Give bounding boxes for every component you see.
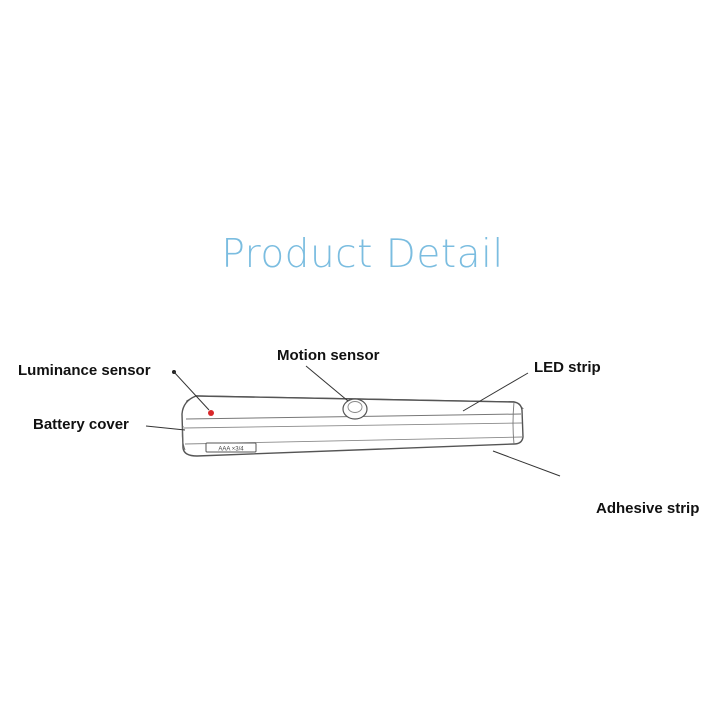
battery-cover-label: Battery cover <box>33 416 129 433</box>
led-strip-label: LED strip <box>534 359 601 376</box>
adhesive-strip-label: Adhesive strip <box>596 500 700 517</box>
device-end-cap-left <box>181 425 186 451</box>
diagram-title: Product Detail <box>221 232 504 277</box>
battery-cover-marking: AAA ×3/4 <box>218 447 244 453</box>
device-end-cap-right <box>512 401 515 445</box>
luminance-sensor-label: Luminance sensor <box>18 362 151 379</box>
motion-sensor-lens <box>342 398 368 420</box>
motion-sensor-label: Motion sensor <box>277 347 380 364</box>
device-front-line-1 <box>183 422 523 429</box>
led-leader-line <box>462 372 529 412</box>
adhesive-leader-line <box>492 450 561 477</box>
leader-lines <box>145 365 561 477</box>
battery-leader-line <box>145 425 186 431</box>
battery-cover-plate <box>205 442 257 453</box>
motion-leader-line <box>305 365 349 402</box>
luminance-leader-line <box>173 371 210 411</box>
battery-cover: AAA ×3/4 <box>205 442 257 453</box>
luminance-sensor-dot <box>208 410 214 416</box>
